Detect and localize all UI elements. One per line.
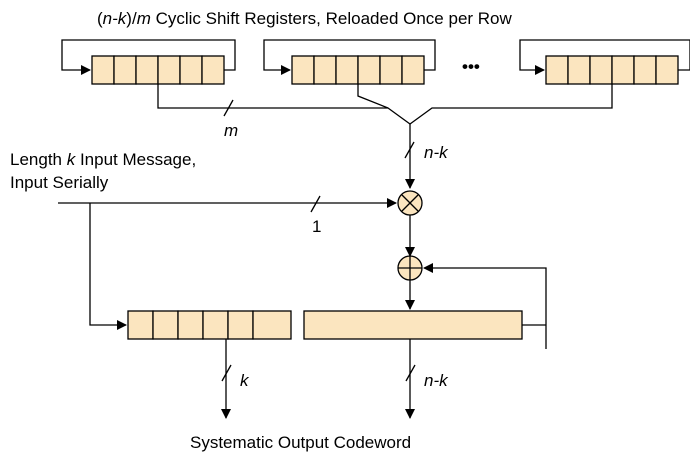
bus-width-n-k-top: n-k	[424, 143, 449, 162]
diagram-title: (n-k)/m Cyclic Shift Registers, Reloaded…	[97, 9, 513, 28]
systematic-register	[127, 310, 292, 340]
cyclic-shift-register-2	[263, 39, 436, 85]
input-message-label: Length k Input Message,	[10, 150, 196, 169]
output-width-n-k: n-k	[424, 371, 449, 390]
feedback-wire	[423, 263, 547, 349]
parity-register	[303, 310, 523, 340]
cyclic-shift-register-3	[519, 39, 690, 85]
input-message-label-line2: Input Serially	[10, 173, 109, 192]
cyclic-shift-register-1	[61, 39, 236, 85]
ellipsis: •••	[462, 57, 480, 76]
register-bus	[157, 84, 613, 125]
multiplier-symbol	[397, 190, 423, 216]
input-branch-wire	[89, 203, 127, 330]
adder-symbol	[397, 255, 423, 281]
output-label: Systematic Output Codeword	[190, 433, 411, 452]
input-width-1: 1	[312, 217, 321, 236]
output-width-k: k	[240, 371, 250, 390]
bus-width-m: m	[224, 121, 238, 140]
